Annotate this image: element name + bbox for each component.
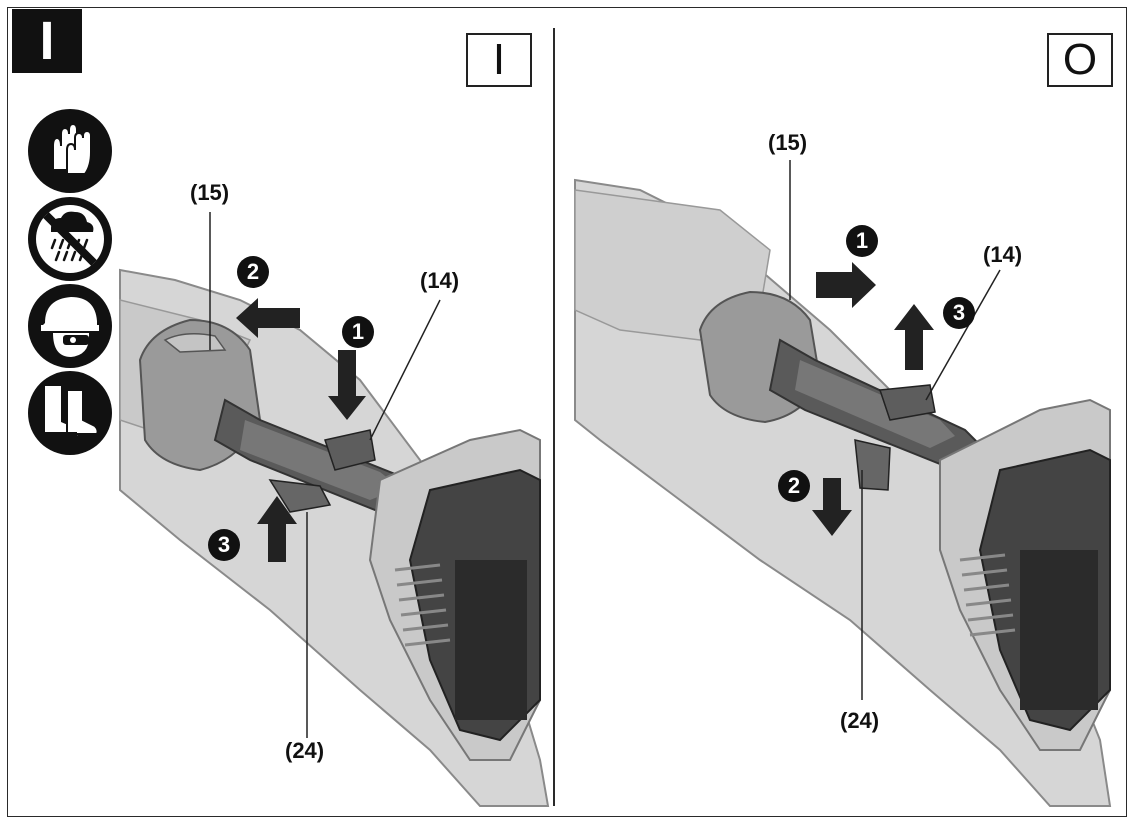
no-rain-icon xyxy=(28,197,112,281)
switch-14-right xyxy=(878,384,936,421)
gloves-icon xyxy=(28,109,112,193)
switch-on-symbol: I xyxy=(466,33,532,87)
boots-icon xyxy=(28,371,112,455)
label-part-24: (24) xyxy=(285,738,325,763)
label-part-14-right: (14) xyxy=(983,242,1023,267)
lock-off-24 xyxy=(268,479,332,513)
step-3-marker: 3 xyxy=(208,529,240,561)
arrow-step-1 xyxy=(328,350,366,420)
step-badge: I xyxy=(12,9,82,73)
panel-divider xyxy=(553,28,555,806)
step-3-marker-right: 3 xyxy=(943,297,975,329)
battery-slot xyxy=(455,560,527,720)
switch-14 xyxy=(324,429,376,471)
lock-off-24-right xyxy=(854,439,891,491)
arrow-step-2 xyxy=(236,298,300,338)
label-part-24-right: (24) xyxy=(840,708,880,733)
step-1-marker-right: 1 xyxy=(846,225,878,257)
battery-slot-right xyxy=(1020,550,1098,710)
arrow-step-3 xyxy=(257,496,297,562)
switch-off-symbol: O xyxy=(1047,33,1113,87)
arrow-step-2-right xyxy=(812,478,852,536)
step-2-marker-right: 2 xyxy=(778,470,810,502)
step-2-marker: 2 xyxy=(237,256,269,288)
label-part-14: (14) xyxy=(420,268,460,293)
label-part-15: (15) xyxy=(190,180,230,205)
arrow-step-1-right xyxy=(816,262,876,308)
label-part-15-right: (15) xyxy=(768,130,808,155)
step-1-marker: 1 xyxy=(342,316,374,348)
helmet-goggles-icon xyxy=(28,284,112,368)
arrow-step-3-right xyxy=(894,304,934,370)
